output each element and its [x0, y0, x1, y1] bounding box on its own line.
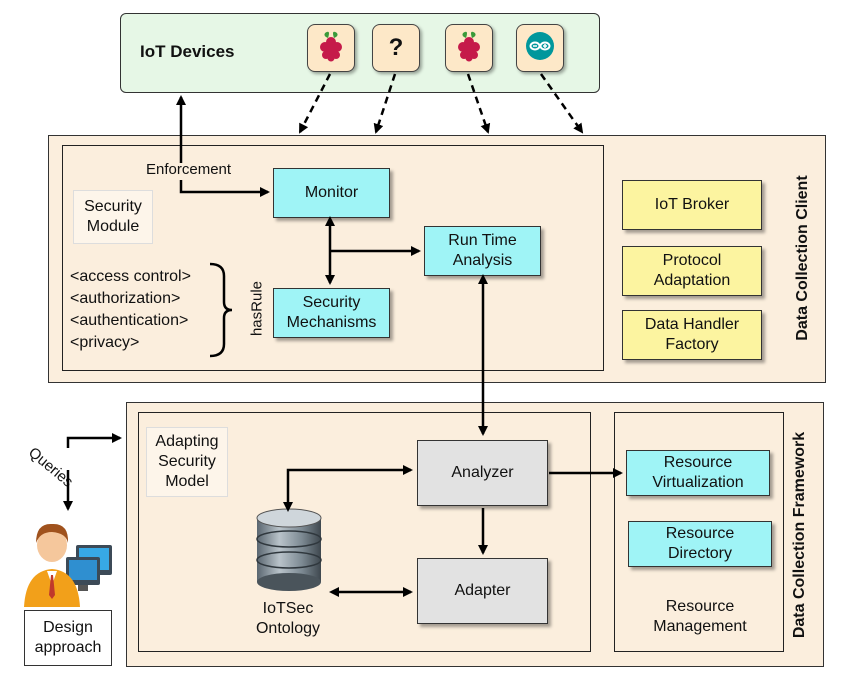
queries-label: Queries	[25, 444, 77, 491]
resource-directory-box: Resource Directory	[628, 521, 772, 567]
analyzer-box: Analyzer	[417, 440, 548, 506]
protocol-adaptation-box: Protocol Adaptation	[622, 246, 762, 296]
database-icon	[254, 508, 324, 597]
rule-authorization: <authorization>	[70, 290, 181, 307]
rule-access-control: <access control>	[70, 268, 191, 285]
design-approach-box: Design approach	[24, 610, 112, 666]
data-handler-factory-box: Data Handler Factory	[622, 310, 762, 360]
run-time-analysis-box: Run Time Analysis	[424, 226, 541, 276]
device-tile-1	[307, 24, 355, 72]
enforcement-label: Enforcement	[146, 161, 232, 178]
question-mark-icon: ?	[388, 34, 404, 61]
device-tile-3	[445, 24, 493, 72]
has-rule-label: hasRule	[248, 280, 266, 337]
device-tile-4	[516, 24, 564, 72]
iot-broker-box: IoT Broker	[622, 180, 762, 230]
arduino-icon	[524, 30, 556, 67]
resource-management-label: Resource Management	[653, 598, 747, 635]
adapter-box: Adapter	[417, 558, 548, 624]
data-collection-framework-title: Data Collection Framework	[791, 431, 808, 639]
monitor-box: Monitor	[273, 168, 390, 218]
queries-to-model-arrow	[66, 433, 122, 448]
data-collection-client-title: Data Collection Client	[794, 175, 811, 341]
adapting-security-model-label: Adapting Security Model	[146, 427, 228, 497]
iotsec-ontology-label: IoTSec Ontology	[255, 600, 321, 637]
security-module-label: Security Module	[73, 190, 153, 244]
rule-privacy: <privacy>	[70, 334, 140, 351]
designer-avatar-icon	[20, 515, 116, 612]
security-mechanisms-box: Security Mechanisms	[273, 288, 390, 338]
iot-devices-title: IoT Devices	[140, 42, 235, 61]
raspberry-pi-icon	[316, 29, 346, 68]
rule-authentication: <authentication>	[70, 312, 189, 329]
raspberry-pi-icon	[454, 29, 484, 68]
resource-virtualization-box: Resource Virtualization	[626, 450, 770, 496]
device-tile-2: ?	[372, 24, 420, 72]
